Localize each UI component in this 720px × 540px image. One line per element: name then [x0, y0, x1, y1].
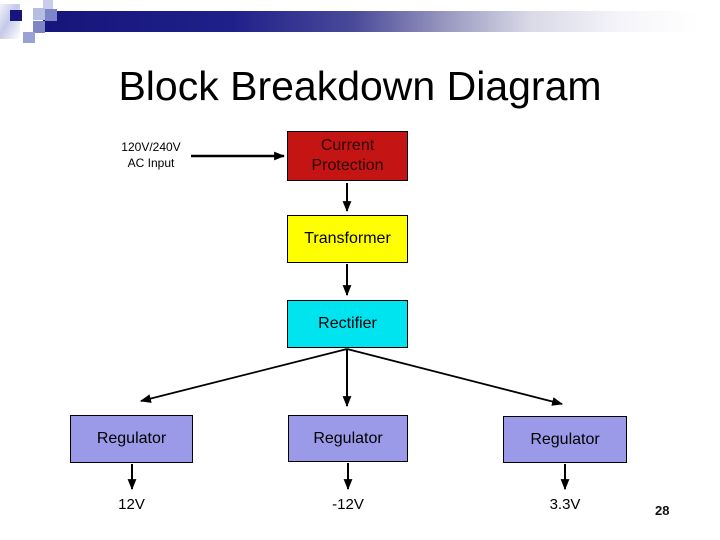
block-current-protection: Current Protection	[287, 131, 408, 181]
ac-input-label-line1: 120V/240V	[121, 140, 181, 154]
slide-title: Block Breakdown Diagram	[118, 63, 602, 109]
block-regulator-left: Regulator	[70, 415, 193, 463]
output-label-neg12v: -12V	[332, 496, 364, 513]
arrow-rectifier-to-regulator-left	[139, 348, 348, 403]
block-transformer: Transformer	[287, 215, 408, 263]
arrow-rectifier-to-regulator-right	[346, 348, 564, 406]
block-current-protection-line2: Protection	[311, 157, 384, 174]
block-current-protection-line1: Current	[320, 137, 375, 154]
block-regulator-left-label: Regulator	[96, 430, 167, 447]
block-rectifier: Rectifier	[287, 300, 408, 348]
ac-input-label: 120V/240V AC Input	[105, 139, 197, 171]
block-regulator-center: Regulator	[288, 415, 408, 462]
ac-input-label-line2: AC Input	[127, 156, 175, 170]
output-label-12v: 12V	[118, 496, 145, 513]
block-regulator-center-label: Regulator	[313, 429, 383, 447]
block-transformer-label: Transformer	[304, 230, 391, 247]
block-regulator-right-label: Regulator	[530, 430, 600, 448]
block-rectifier-label: Rectifier	[318, 315, 377, 332]
output-label-3-3v: 3.3V	[549, 496, 581, 513]
page-number: 28	[655, 503, 670, 518]
block-regulator-right: Regulator	[503, 416, 627, 463]
